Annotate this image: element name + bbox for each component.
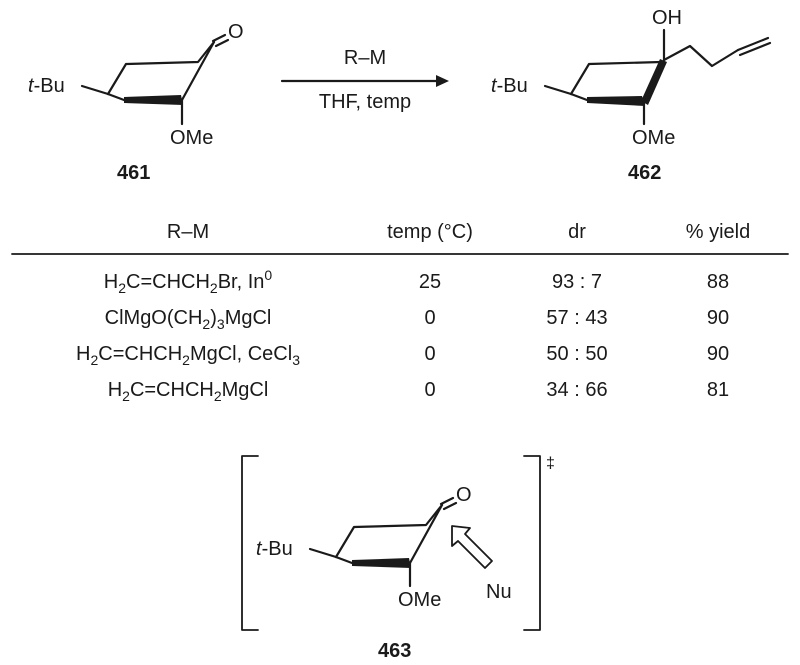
- transition-state-463: ‡ t-Bu O OMe Nu 463: [241, 455, 555, 662]
- table-row: ClMgO(CH2​)3​MgCl 0 57 : 43 90: [105, 307, 729, 332]
- ome-label: OMe: [398, 589, 441, 611]
- dagger-symbol: ‡: [546, 455, 555, 472]
- cell-rm: H2​C=CHCH2​MgCl: [108, 379, 269, 404]
- column-header-rm: R–M: [167, 221, 209, 243]
- table-row: H2​C=CHCH2​MgCl 0 34 : 66 81: [108, 379, 729, 404]
- compound-number-462: 462: [628, 162, 661, 184]
- cell-temp: 0: [424, 307, 435, 329]
- ring-right-bond: [180, 40, 216, 102]
- results-table: R–M temp (°C) dr % yield H2​C=CHCH2​Br, …: [11, 221, 789, 404]
- table-row: H2​C=CHCH2​MgCl, CeCl3​ 0 50 : 50 90: [76, 343, 729, 368]
- cell-rm: ClMgO(CH2​)3​MgCl: [105, 307, 272, 332]
- t-bu-label: t-Bu: [256, 538, 293, 560]
- column-header-dr: dr: [568, 221, 586, 243]
- ring-bold-right-bond: [641, 59, 667, 105]
- cell-temp: 0: [424, 379, 435, 401]
- tbu-bond: [543, 84, 573, 96]
- ring-upper-bonds: [106, 40, 216, 96]
- arrow-reagent-label: R–M: [344, 47, 386, 69]
- compound-461: t-Bu O OMe 461: [28, 21, 244, 184]
- allyl-chain: [662, 44, 740, 68]
- cell-yield: 81: [707, 379, 729, 401]
- cell-rm: H2​C=CHCH2​Br, In0​: [104, 267, 273, 296]
- carbonyl-oxygen-label: O: [228, 21, 244, 43]
- ring-bold-front-bond: [587, 96, 645, 106]
- table-body: H2​C=CHCH2​Br, In0​ 25 93 : 7 88ClMgO(CH2​)…: [76, 267, 729, 404]
- carbonyl-double-bond: [211, 33, 230, 48]
- ome-label: OMe: [170, 127, 213, 149]
- column-header-yield: % yield: [686, 221, 750, 243]
- ring-lower-left-bond: [569, 92, 589, 102]
- cell-dr: 50 : 50: [546, 343, 607, 365]
- ring-bold-front-bond: [352, 558, 411, 568]
- allyl-terminal-double-bond: [736, 36, 772, 57]
- ome-label: OMe: [632, 127, 675, 149]
- cell-temp: 0: [424, 343, 435, 365]
- nucleophile-label: Nu: [486, 581, 512, 603]
- cell-yield: 90: [707, 343, 729, 365]
- left-bracket: [241, 455, 259, 631]
- cell-dr: 93 : 7: [552, 271, 602, 293]
- ring-upper-bonds: [569, 60, 663, 96]
- reaction-arrow-group: R–M THF, temp: [280, 47, 449, 113]
- ring-bold-front-bond: [124, 95, 183, 105]
- arrow-conditions-label: THF, temp: [319, 91, 411, 113]
- column-header-temp: temp (°C): [387, 221, 473, 243]
- compound-462: t-Bu OH OMe 462: [491, 7, 772, 184]
- carbonyl-oxygen-label: O: [456, 484, 472, 506]
- cell-yield: 88: [707, 271, 729, 293]
- ring-upper-bonds: [334, 503, 444, 559]
- nucleophile-attack-arrow: [451, 525, 493, 569]
- cell-dr: 57 : 43: [546, 307, 607, 329]
- oh-label: OH: [652, 7, 682, 29]
- cell-temp: 25: [419, 271, 441, 293]
- t-bu-label: t-Bu: [28, 75, 65, 97]
- table-row: H2​C=CHCH2​Br, In0​ 25 93 : 7 88: [104, 267, 729, 296]
- right-bracket: [523, 455, 541, 631]
- carbonyl-double-bond: [439, 496, 458, 511]
- ring-lower-left-bond: [334, 555, 354, 565]
- ring-right-bond: [408, 503, 444, 565]
- cell-rm: H2​C=CHCH2​MgCl, CeCl3​: [76, 343, 300, 368]
- cell-yield: 90: [707, 307, 729, 329]
- ring-lower-left-bond: [106, 92, 126, 102]
- reaction-arrow-head: [436, 75, 449, 87]
- cell-dr: 34 : 66: [546, 379, 607, 401]
- compound-number-461: 461: [117, 162, 150, 184]
- t-bu-label: t-Bu: [491, 75, 528, 97]
- compound-number-463: 463: [378, 640, 411, 662]
- tbu-bond: [308, 547, 338, 559]
- tbu-bond: [80, 84, 110, 96]
